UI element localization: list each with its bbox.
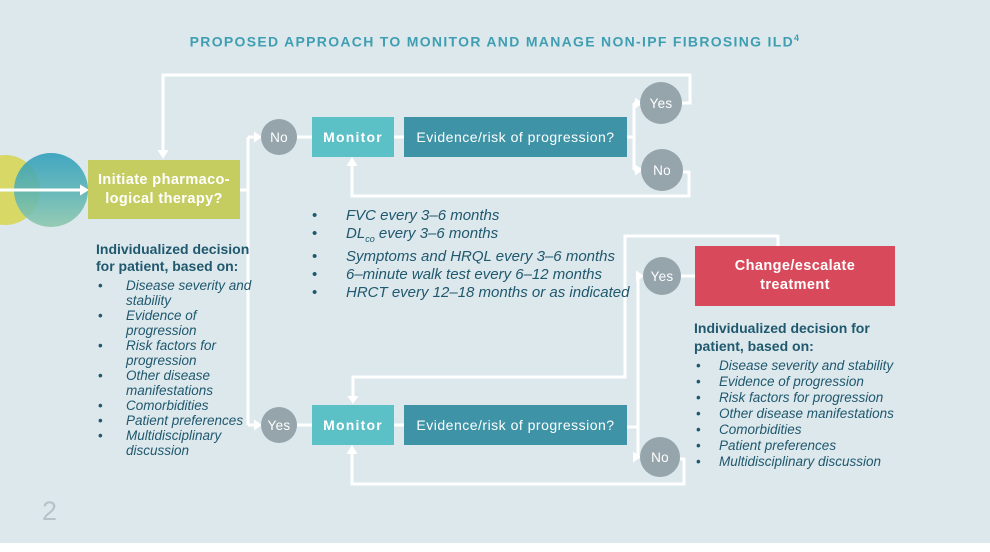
list-item: Multidisciplinary discussion [694, 454, 909, 470]
list-item: DLco every 3–6 months [310, 225, 640, 248]
change-escalate-node: Change/escalate treatment [695, 246, 895, 306]
monitor-node-bottom: Monitor [312, 405, 394, 445]
list-item: Other disease manifestations [96, 368, 254, 398]
list-item: Evidence of progression [694, 374, 909, 390]
venn-teal-circle-icon [14, 153, 88, 227]
initiate-therapy-node: Initiate pharmaco- logical therapy? [88, 160, 240, 219]
dlco-post: every 3–6 months [374, 225, 499, 242]
decision-circle-yes-bottom-left: Yes [261, 407, 297, 443]
right-decision-panel: Individualized decision for patient, bas… [694, 320, 909, 470]
list-item: Comorbidities [694, 422, 909, 438]
evidence-node-bottom: Evidence/risk of progression? [404, 405, 627, 445]
decision-circle-yes-top-right: Yes [640, 82, 682, 124]
left-decision-panel: Individualized decision for patient, bas… [96, 241, 254, 458]
right-panel-list: Disease severity and stability Evidence … [694, 358, 909, 470]
list-item: Disease severity and stability [694, 358, 909, 374]
right-panel-heading-line1: Individualized decision for [694, 320, 870, 336]
list-item: Comorbidities [96, 398, 254, 413]
list-item: Multidisciplinary discussion [96, 428, 254, 458]
list-item: Patient preferences [96, 413, 254, 428]
evidence-node-top: Evidence/risk of progression? [404, 117, 627, 157]
page-number: 2 [42, 496, 58, 526]
list-item: FVC every 3–6 months [310, 207, 640, 225]
monitor-node-top: Monitor [312, 117, 394, 157]
list-item: 6–minute walk test every 6–12 months [310, 266, 640, 284]
decision-circle-no-top-right: No [641, 149, 683, 191]
initiate-therapy-line1: Initiate pharmaco- [97, 171, 231, 188]
monitoring-list-items: FVC every 3–6 months DLco every 3–6 mont… [310, 207, 640, 302]
change-escalate-line1: Change/escalate [734, 258, 856, 274]
title-superscript: 4 [794, 33, 801, 43]
list-item: Disease severity and stability [96, 278, 254, 308]
list-item: Patient preferences [694, 438, 909, 454]
slide-title-text: PROPOSED APPROACH TO MONITOR AND MANAGE … [189, 33, 794, 50]
dlco-subscript: co [365, 234, 375, 244]
decision-circle-no-bottom-right: No [640, 437, 680, 477]
decision-circle-yes-middle: Yes [643, 257, 681, 295]
decision-circle-no-top-left: No [261, 119, 297, 155]
left-panel-heading-line1: Individualized decision [96, 241, 250, 257]
list-item: HRCT every 12–18 months or as indicated [310, 284, 640, 302]
list-item: Symptoms and HRQL every 3–6 months [310, 248, 640, 266]
list-item: Risk factors for progression [96, 338, 254, 368]
slide-title: PROPOSED APPROACH TO MONITOR AND MANAGE … [0, 33, 990, 50]
initiate-therapy-line2: logical therapy? [105, 190, 223, 207]
list-item: Other disease manifestations [694, 406, 909, 422]
footer-strip [0, 543, 990, 552]
monitoring-list: FVC every 3–6 months DLco every 3–6 mont… [310, 207, 640, 302]
list-item: Risk factors for progression [694, 390, 909, 406]
right-panel-heading-line2: patient, based on: [694, 337, 814, 354]
left-panel-list: Disease severity and stability Evidence … [96, 278, 254, 458]
left-panel-heading-line2: for patient, based on: [96, 258, 239, 274]
list-item: Evidence of progression [96, 308, 254, 338]
change-escalate-line2: treatment [760, 277, 830, 293]
dlco-pre: DL [346, 225, 366, 242]
